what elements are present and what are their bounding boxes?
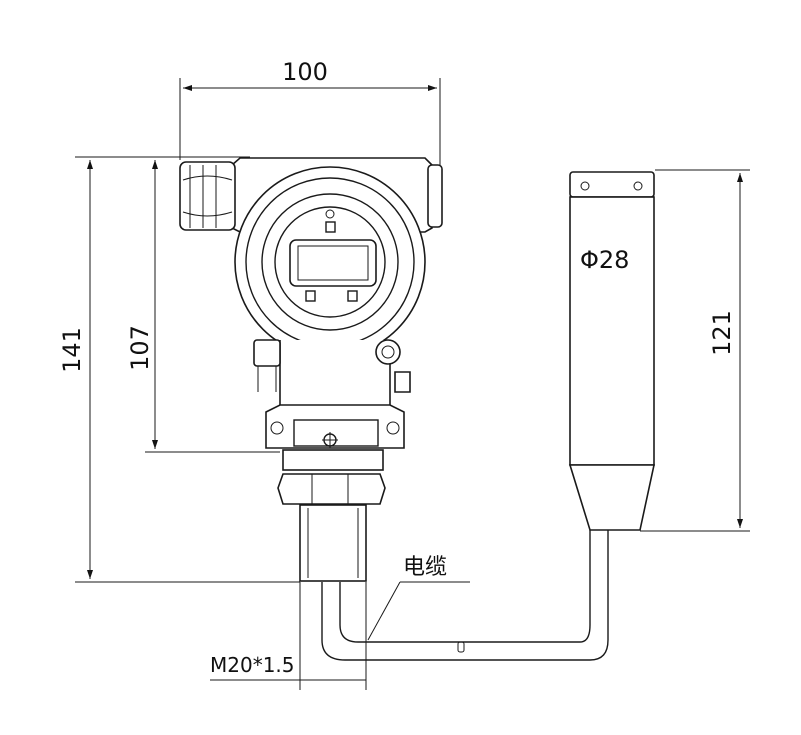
- dim-width-top: 100: [179, 58, 441, 165]
- display-button-s: [305, 290, 316, 302]
- dim-height-probe: 121: [640, 169, 750, 532]
- dim-height-total: 141: [58, 156, 300, 583]
- lcd-display: [289, 239, 377, 287]
- display-button-top: [325, 221, 336, 233]
- dim-height-housing-label: 107: [126, 325, 154, 371]
- cable: [321, 530, 609, 661]
- thread-label: M20*1.5: [210, 653, 295, 677]
- dim-height-total-label: 141: [58, 327, 86, 373]
- dim-height-housing: 107: [126, 160, 280, 453]
- level-probe: Φ28: [568, 171, 655, 531]
- display-button-z: [347, 290, 358, 302]
- thread-dimension: M20*1.5: [210, 582, 367, 690]
- cable-leader: 电缆: [367, 555, 470, 641]
- dim-width-label: 100: [282, 58, 328, 86]
- transmitter-housing: [179, 157, 443, 582]
- dim-height-probe-label: 121: [708, 310, 736, 356]
- cable-label: 电缆: [403, 555, 447, 580]
- probe-diameter-label: Φ28: [580, 246, 629, 274]
